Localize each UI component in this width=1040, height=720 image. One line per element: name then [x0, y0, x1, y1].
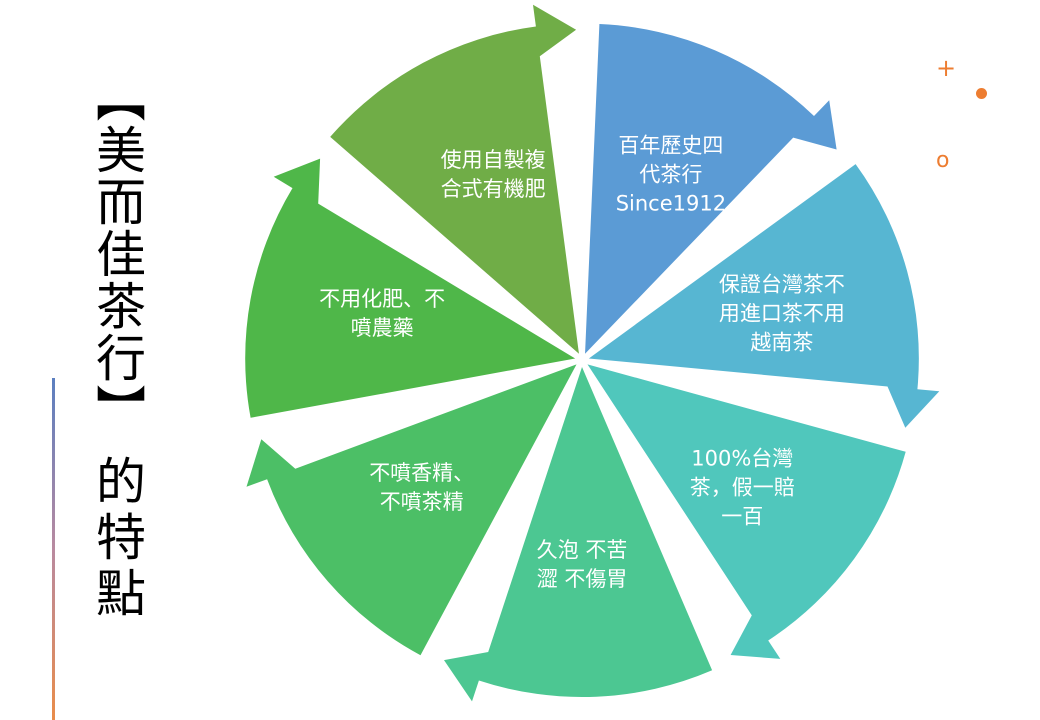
- cycle-segment: [588, 164, 940, 428]
- cycle-segment: [587, 364, 906, 659]
- cycle-segment: [246, 364, 577, 656]
- cycle-segment: [330, 4, 579, 354]
- cycle-segment-label: 百年歷史四 代茶行 Since1912: [615, 133, 727, 216]
- dot-decoration-icon: [976, 88, 987, 99]
- cycle-segment-label: 100%台灣 茶，假一賠 一百: [689, 446, 795, 529]
- cycle-segment-label: 保證台灣茶不 用進口茶不用 越南茶: [718, 272, 845, 355]
- accent-line: [52, 378, 55, 720]
- slide-subtitle: 的特點: [88, 455, 146, 623]
- slide-title: 【美而佳茶行】: [88, 72, 146, 436]
- cycle-segment-label: 不噴香精、 不噴茶精: [369, 460, 475, 514]
- circle-decoration-icon: o: [936, 148, 950, 173]
- cycle-segment-label: 不用化肥、不 噴農藥: [319, 287, 446, 341]
- cycle-segment: [444, 367, 713, 702]
- cycle-segment-label: 使用自製複 合式有機肥: [440, 148, 546, 202]
- cycle-segment-label: 久泡 不苦 澀 不傷胃: [536, 538, 628, 591]
- cycle-segment: [585, 24, 837, 354]
- plus-decoration-icon: +: [936, 54, 957, 82]
- cycle-segment: [245, 158, 576, 418]
